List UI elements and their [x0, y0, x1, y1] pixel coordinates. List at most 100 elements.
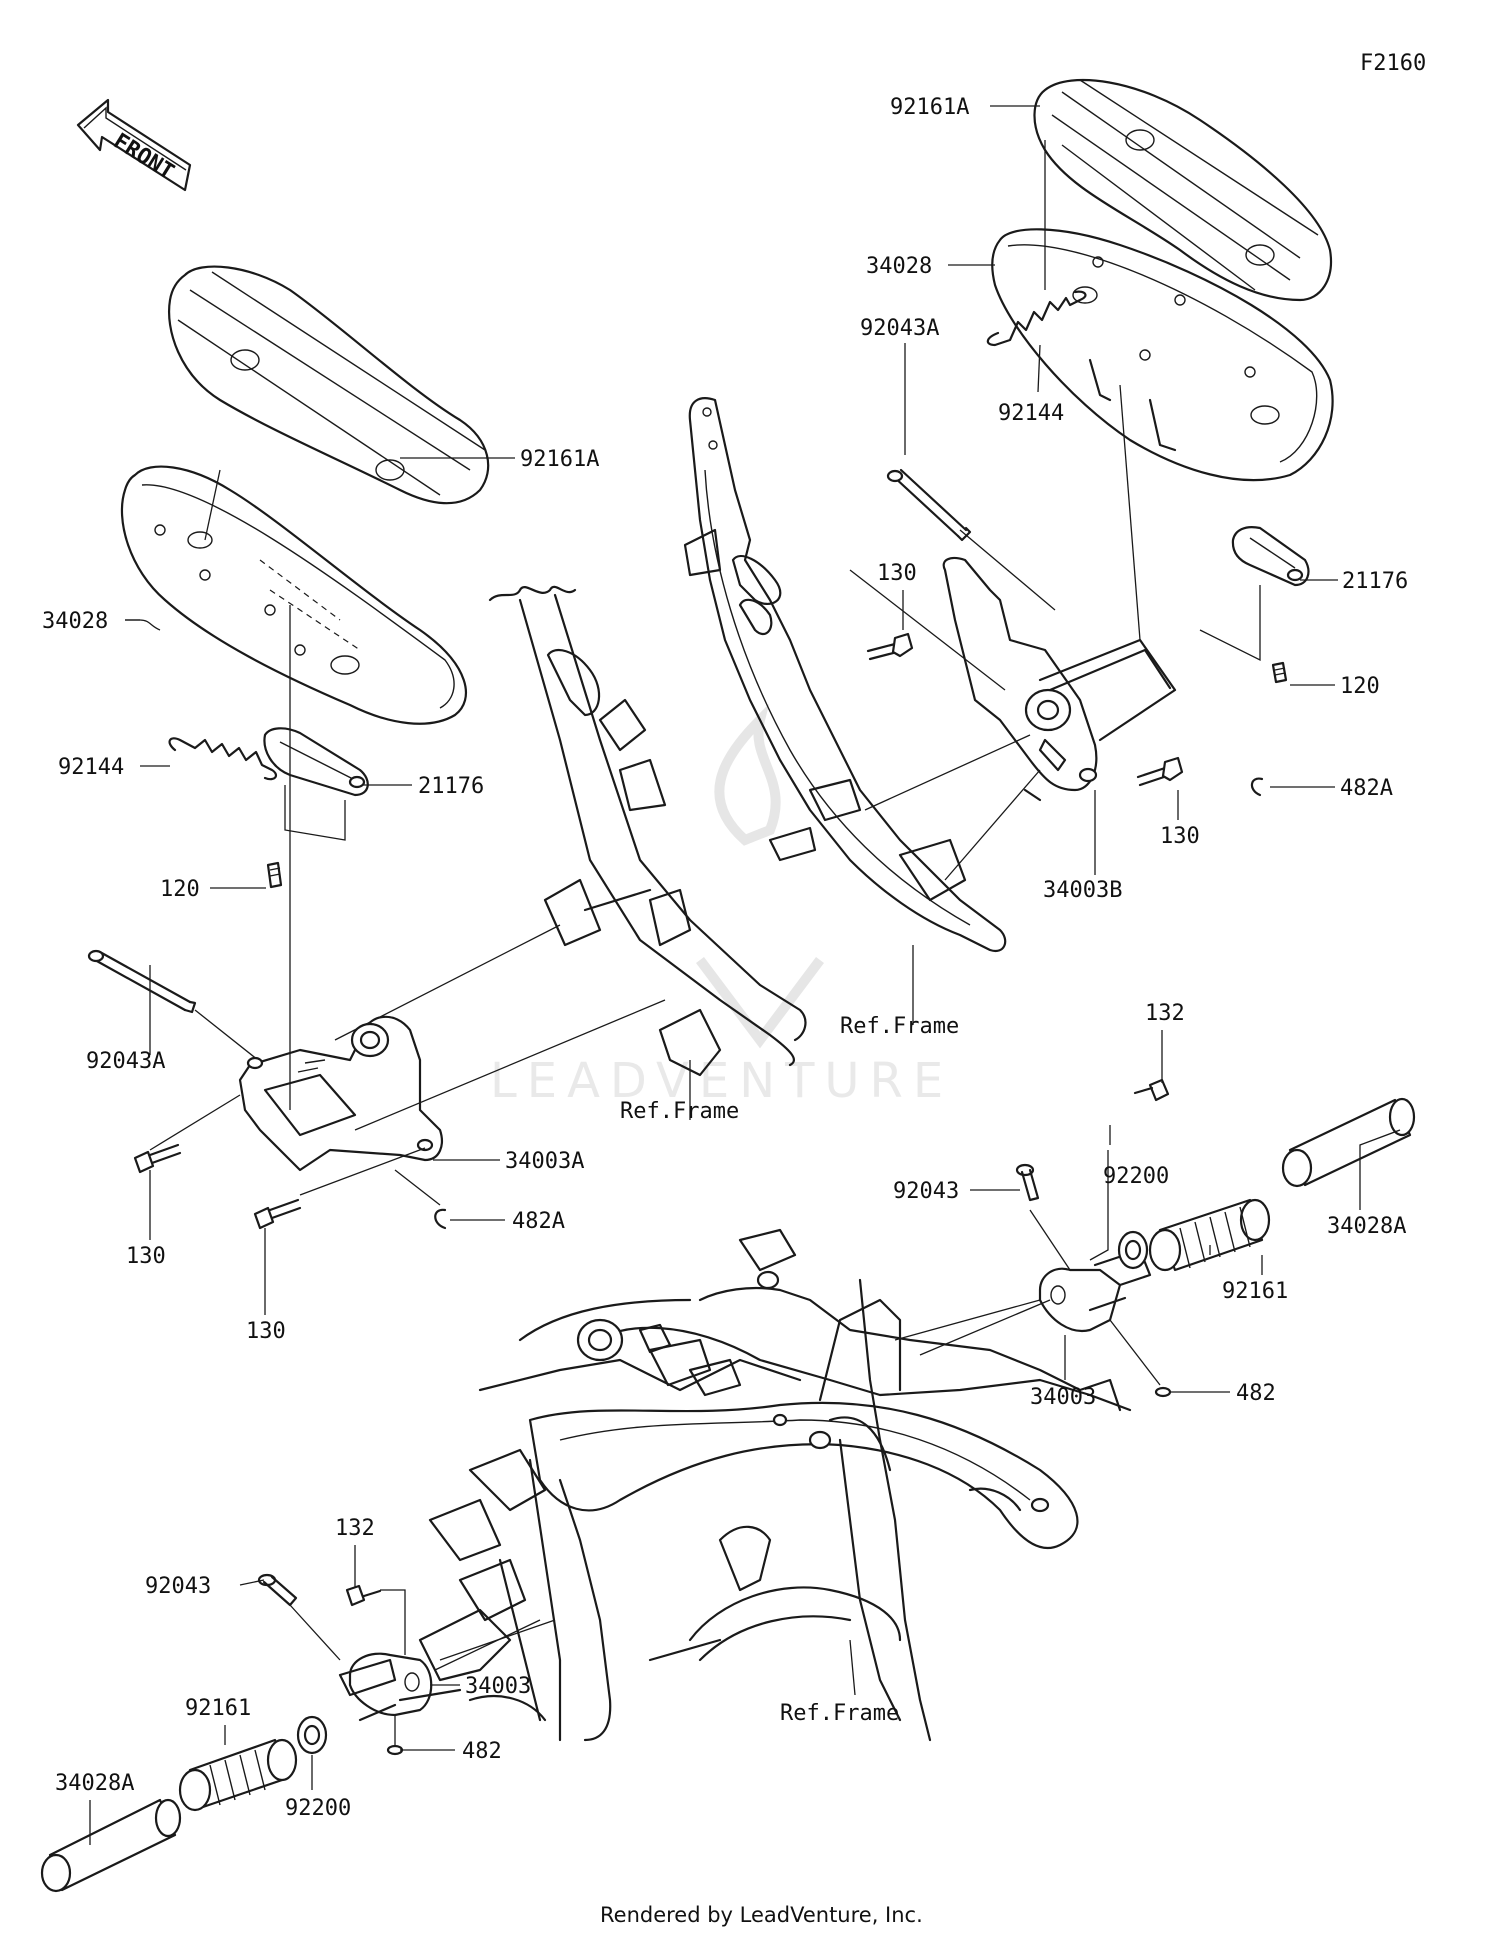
callout-right-34003B: 34003B — [1043, 878, 1122, 903]
frame-main-lower — [398, 1228, 1132, 1742]
leader-line — [1029, 1209, 1071, 1271]
leader-line — [125, 619, 161, 631]
leader-line — [959, 529, 1056, 611]
leader-line — [380, 1589, 406, 1655]
callout-peg-right-34028A: 34028A — [1327, 1214, 1406, 1239]
callout-right-120: 120 — [1340, 674, 1380, 699]
callout-left-92161A: 92161A — [520, 447, 599, 472]
leader-line — [1199, 585, 1261, 662]
left-pin-92043A — [87, 949, 197, 1014]
leader-line — [1359, 1129, 1401, 1210]
right-floorboard-pad-92161A — [1033, 78, 1333, 302]
leader-line — [204, 469, 221, 541]
left-peg-pin-92043 — [257, 1573, 298, 1607]
callout-peg-left-34028A: 34028A — [55, 1771, 134, 1796]
watermark: LEADVENTURE — [490, 1053, 953, 1109]
callout-ref-frame-upper-left: Ref.Frame — [620, 1099, 739, 1124]
leader-line — [354, 999, 666, 1131]
callout-left-34003A: 34003A — [505, 1149, 584, 1174]
callout-left-21176: 21176 — [418, 774, 484, 799]
right-peg-sleeve-34028A — [1281, 1097, 1416, 1188]
leader-line — [1089, 1150, 1109, 1261]
left-peg-washer-92200 — [296, 1715, 328, 1755]
right-spring-92144 — [986, 290, 1087, 347]
left-floorboard-pad-92161A — [168, 265, 490, 505]
footer-credit: Rendered by LeadVenture, Inc. — [600, 1903, 923, 1927]
left-bracket-34003A — [238, 1015, 443, 1172]
right-peg-pin-92043 — [1015, 1163, 1040, 1202]
left-peg-sleeve-34028A — [40, 1798, 182, 1893]
leader-line — [944, 769, 1041, 881]
left-spring-92144 — [168, 737, 278, 781]
left-peg-bracket-34003 — [338, 1652, 433, 1722]
right-bolt-130-top — [866, 632, 914, 661]
callout-right-92144: 92144 — [998, 401, 1064, 426]
right-holder-21176 — [1231, 526, 1310, 587]
callout-right-130-top: 130 — [877, 561, 917, 586]
callout-ref-frame-upper-right: Ref.Frame — [840, 1014, 959, 1039]
callout-peg-right-92043: 92043 — [893, 1179, 959, 1204]
leader-line — [1119, 384, 1141, 641]
callout-peg-right-34003: 34003 — [1030, 1385, 1096, 1410]
right-peg-bolt-132 — [1133, 1078, 1170, 1102]
left-floorboard-34028 — [120, 465, 468, 725]
callout-peg-left-92043: 92043 — [145, 1574, 211, 1599]
leader-line — [849, 1639, 856, 1696]
right-pin-92043A — [886, 468, 972, 542]
leader-line — [284, 785, 346, 841]
leader-line — [334, 924, 561, 1041]
callout-right-21176: 21176 — [1342, 569, 1408, 594]
leader-line — [394, 1169, 441, 1206]
callout-left-92043A: 92043A — [86, 1049, 165, 1074]
left-bolt-130-a — [133, 1143, 182, 1174]
callout-left-120: 120 — [160, 877, 200, 902]
callout-left-130-b: 130 — [246, 1319, 286, 1344]
front-direction-arrow: FRONT — [76, 98, 192, 192]
right-circlip-482A — [1250, 777, 1264, 797]
left-peg-clip-482 — [386, 1744, 404, 1756]
callout-ref-frame-lower: Ref.Frame — [780, 1701, 899, 1726]
leader-line — [289, 1604, 341, 1661]
leader-line — [239, 1579, 265, 1586]
diagram-code: F2160 — [1360, 51, 1426, 76]
callout-peg-right-92200: 92200 — [1103, 1164, 1169, 1189]
left-circlip-482A — [434, 1208, 447, 1230]
frame-section-upper-left — [488, 585, 807, 1077]
leader-line — [919, 1299, 1051, 1356]
left-peg-rubber-92161 — [178, 1738, 298, 1812]
leader-line — [1109, 1319, 1161, 1386]
watermark-logo — [696, 703, 824, 1049]
callout-peg-left-92161: 92161 — [185, 1696, 251, 1721]
callout-right-92043A: 92043A — [860, 316, 939, 341]
right-peg-clip-482 — [1154, 1386, 1172, 1398]
callout-peg-right-132: 132 — [1145, 1001, 1185, 1026]
callout-left-34028: 34028 — [42, 609, 108, 634]
front-label: FRONT — [109, 129, 178, 185]
left-screw-120 — [266, 861, 283, 889]
leader-line — [864, 734, 1031, 811]
callout-peg-left-34003: 34003 — [465, 1674, 531, 1699]
right-bracket-34003B — [942, 556, 1177, 802]
callout-peg-left-92200: 92200 — [285, 1796, 351, 1821]
frame-section-upper-right — [683, 397, 1007, 953]
callout-right-34028: 34028 — [866, 254, 932, 279]
right-peg-washer-92200 — [1117, 1230, 1149, 1270]
callout-left-130-a: 130 — [126, 1244, 166, 1269]
right-bolt-130-bottom — [1136, 756, 1184, 787]
leader-line — [1037, 344, 1041, 393]
left-peg-bolt-132 — [345, 1584, 382, 1607]
leader-line — [299, 1147, 426, 1196]
callout-left-92144: 92144 — [58, 755, 124, 780]
leader-line — [849, 569, 1006, 691]
callout-right-92161A: 92161A — [890, 95, 969, 120]
leader-line — [149, 1094, 241, 1151]
callout-peg-left-482: 482 — [462, 1739, 502, 1764]
right-floorboard-34028 — [991, 228, 1334, 482]
left-bolt-130-b — [253, 1198, 302, 1230]
callout-peg-left-132: 132 — [335, 1516, 375, 1541]
callout-peg-right-482: 482 — [1236, 1381, 1276, 1406]
callout-right-130-bottom: 130 — [1160, 824, 1200, 849]
right-peg-rubber-92161 — [1148, 1198, 1271, 1272]
